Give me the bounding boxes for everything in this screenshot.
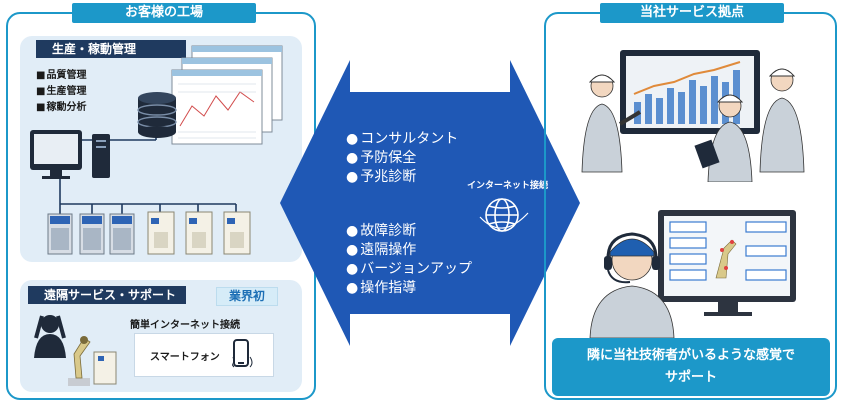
service-list-bottom: 故障診断 遠隔操作 バージョンアップ 操作指導 bbox=[346, 222, 472, 298]
report-screens-icon bbox=[171, 45, 283, 145]
monitor-icon bbox=[658, 210, 796, 316]
engineer-headset-illustration bbox=[589, 210, 796, 338]
easy-internet-label: 簡単インターネット接続 bbox=[130, 320, 240, 331]
support-line-1: 隣に当社技術者がいるような感覚で bbox=[586, 348, 795, 363]
service-base-title: 当社サービス拠点 bbox=[600, 3, 784, 23]
robot-arm-icon bbox=[68, 336, 91, 386]
engineer-pointing-icon bbox=[581, 74, 642, 173]
smartphone-icon bbox=[232, 339, 253, 368]
item-version-up: バージョンアップ bbox=[346, 260, 472, 279]
smartphone-label: スマートフォン bbox=[150, 352, 220, 363]
database-icon bbox=[137, 92, 177, 138]
bullet-operation: 稼動分析 bbox=[36, 100, 86, 116]
item-predictive: 予兆診断 bbox=[346, 168, 458, 187]
confused-worker-icon bbox=[34, 315, 66, 358]
support-engineer-icon bbox=[589, 232, 675, 338]
support-message-box: 隣に当社技術者がいるような感覚で サポート bbox=[552, 338, 830, 396]
production-bullet-list: 品質管理 生産管理 稼動分析 bbox=[36, 68, 86, 116]
item-fault-diagnosis: 故障診断 bbox=[346, 222, 472, 241]
customer-factory-title: お客様の工場 bbox=[72, 3, 256, 23]
remote-support-title: 遠隔サービス・サポート bbox=[28, 286, 186, 304]
globe-icon bbox=[479, 198, 529, 232]
industry-first-badge: 業界初 bbox=[216, 287, 278, 306]
bullet-quality: 品質管理 bbox=[36, 68, 86, 84]
factory-network-illustration bbox=[30, 45, 283, 255]
worker-robot-illustration bbox=[34, 315, 117, 386]
double-arrow-shape bbox=[280, 60, 580, 346]
item-preventive: 予防保全 bbox=[346, 149, 458, 168]
bullet-production: 生産管理 bbox=[36, 84, 86, 100]
engineer-standing-icon bbox=[759, 68, 805, 173]
production-management-title: 生産・稼動管理 bbox=[36, 40, 186, 58]
support-line-2: サポート bbox=[664, 370, 717, 385]
internet-connection-label: インターネット接続 bbox=[467, 181, 549, 191]
controller-small-icon bbox=[93, 351, 117, 385]
engineer-tablet-icon bbox=[694, 94, 753, 182]
computer-icon bbox=[30, 130, 110, 179]
item-operation-guidance: 操作指導 bbox=[346, 279, 472, 298]
smartphone-box bbox=[134, 333, 274, 377]
item-consultant: コンサルタント bbox=[346, 130, 458, 149]
service-list-top: コンサルタント 予防保全 予兆診断 bbox=[346, 130, 458, 187]
engineers-analysis-illustration bbox=[581, 50, 805, 182]
controller-units-icon bbox=[47, 211, 251, 255]
item-remote-operation: 遠隔操作 bbox=[346, 241, 472, 260]
analysis-screen-icon bbox=[620, 50, 760, 134]
